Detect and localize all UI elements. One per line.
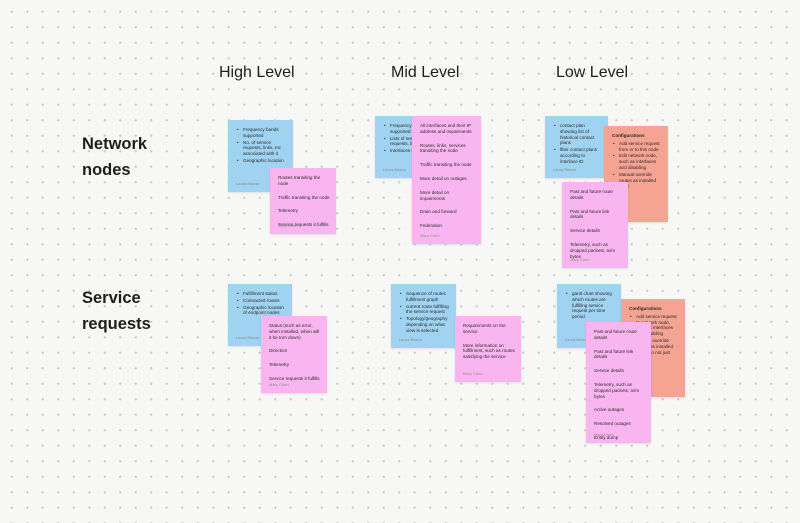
sticky-note-service-mid-pink[interactable]: Requirements on the service More informa… [455,316,521,382]
sticky-note-service-mid-blue[interactable]: Sequence of routes fulfillment graph cur… [391,284,456,348]
note-item: Contracted routes [237,298,286,304]
note-line: More detail on outages [420,175,467,181]
sticky-note-network-low-pink[interactable]: Past and future route details Past and f… [562,182,628,268]
sticky-note-network-low-blue[interactable]: contact plan showing list of historical … [545,116,608,178]
sticky-note-network-high-blue[interactable]: Frequency bands supported No. of service… [228,120,293,192]
column-heading-high-level: High Level [219,64,295,81]
note-author: Laura Briana [553,167,576,173]
row-heading-line: Network [82,135,148,153]
note-item: Add service request from or to this node [613,141,662,153]
note-author: Laura Briana [565,337,588,343]
note-author: Mary Chen [269,382,289,388]
note-line: Past and future link details [570,208,610,220]
note-author: Laura Briana [383,167,406,173]
row-heading-line: requests [82,315,151,333]
note-line: Telemetry, such as dropped packets, tx/r… [594,381,640,399]
note-line: Service requests it fulfills [269,375,320,381]
sticky-note-service-high-pink[interactable]: Status (such as error, when installed, w… [261,316,327,393]
note-author: Mary Chen [420,233,440,239]
note-line: More detail on impairments [420,189,450,201]
column-heading-mid-level: Mid Level [391,64,460,81]
note-item: Sequence of routes fulfillment graph [400,291,450,303]
note-line: All interfaces and their IP address and … [420,123,472,134]
note-line: Telemetry [269,362,289,368]
note-item: Frequency bands supported [237,127,287,139]
note-item: Topology/geography depending on what vie… [400,316,450,333]
note-line: Past and future route details [570,189,613,200]
note-item: Geographic location of endpoint nodes [237,305,286,317]
note-line: Entity dump [594,434,619,440]
note-line: Service details [570,228,600,234]
note-line: Past and future link details [594,348,634,360]
note-author: Mary Chen [278,223,298,229]
column-heading-low-level: Low Level [556,64,629,81]
note-author: Laura Briana [236,335,259,341]
note-author: Mary Chen [463,371,483,377]
row-heading-line: Service [82,289,141,307]
note-item: Fulfillment status [237,291,286,297]
note-line: Service requests it fulfills [278,222,329,228]
note-author: Mary Chen [594,432,614,438]
note-item: Edit network node, such as interfaces an… [613,153,662,170]
note-line: Routes transiting the node [278,175,321,186]
note-item: Frequency bands supported [384,123,436,135]
row-heading-line: nodes [82,161,131,179]
note-author: Laura Briana [236,181,259,187]
note-item: contact plan showing list of historical … [554,123,602,146]
note-author: Mary Chen [570,257,590,263]
note-item: Geographic location [237,158,287,164]
note-item: filter contact plans according to interf… [554,147,602,164]
note-line: Requirements on the service [463,323,506,334]
sticky-note-network-high-pink[interactable]: Routes transiting the node Traffic trans… [270,168,336,234]
row-heading-network-nodes: Network nodes [82,131,147,183]
note-line: Status (such as error, when installed, w… [269,323,320,340]
note-line: More information on fulfillment, such as… [463,342,515,360]
note-item: gantt chart showing which routes are ful… [566,291,615,320]
sticky-note-network-mid-pink[interactable]: All interfaces and their IP address and … [412,116,481,244]
note-title: Configurations [629,306,662,311]
note-line: Telemetry, such as dropped packets, tx/r… [570,241,616,259]
row-heading-service-requests: Service requests [82,285,151,337]
note-line: Federation [420,223,442,229]
note-line: Service details [594,368,624,374]
sticky-note-service-low-pink[interactable]: Past and future route details Past and f… [586,322,651,443]
note-line: Drain and forward [420,209,457,215]
note-line: Traffic transiting the node [420,162,472,168]
note-title: Configurations [612,133,645,138]
note-line: Active outages [594,407,625,413]
note-item: current route fulfilling the service req… [400,304,450,316]
note-line: Traffic transiting the node [278,194,330,200]
note-line: Resolved outages [594,421,631,427]
note-line: Routes, links, services transiting the n… [420,142,466,154]
note-line: Direction [269,348,288,354]
note-line: Past and future route details [594,329,637,340]
note-line: Telemetry [278,208,298,214]
note-author: Laura Briana [399,337,422,343]
note-item: No. of service requests, links, etc asso… [237,140,287,157]
